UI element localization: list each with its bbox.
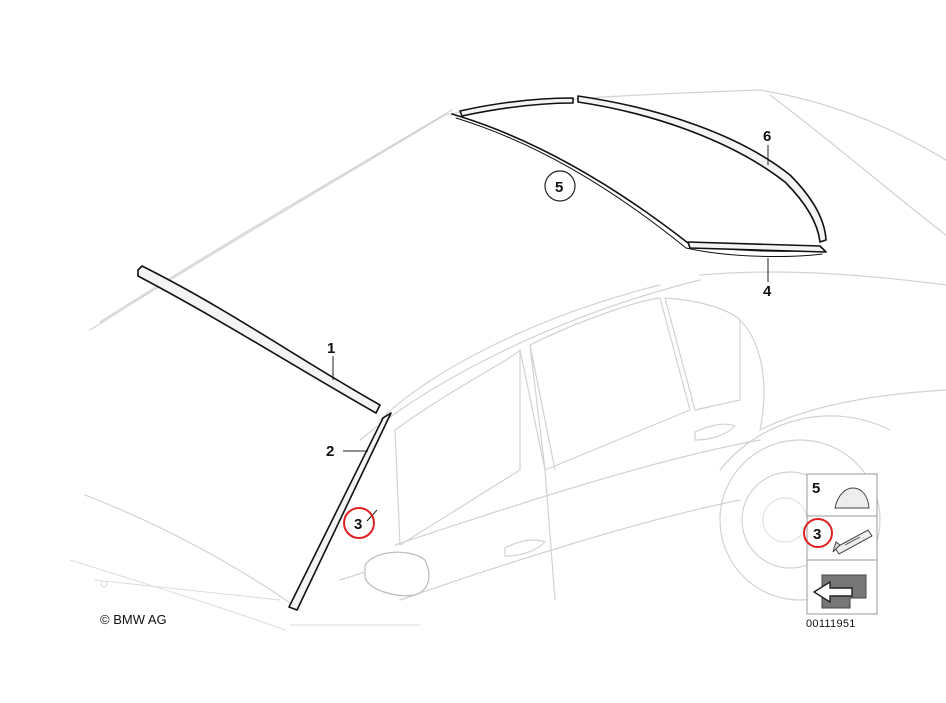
part-2-molding[interactable] bbox=[288, 412, 392, 611]
car-outline bbox=[69, 89, 946, 631]
small-parts-legend: 5 3 bbox=[803, 473, 878, 615]
legend-label-5: 5 bbox=[812, 480, 820, 497]
callout-labels: 1 2 3 4 5 6 bbox=[326, 128, 772, 539]
callout-5-circle bbox=[544, 170, 576, 202]
leader-lines bbox=[332, 145, 769, 522]
legend-3-highlight bbox=[803, 518, 833, 548]
callout-4: 4 bbox=[763, 283, 772, 300]
diagram-id: 00111951 bbox=[806, 618, 856, 630]
callout-6: 6 bbox=[763, 128, 771, 145]
legend-clip-5-icon bbox=[834, 487, 870, 509]
callout-2: 2 bbox=[326, 443, 334, 460]
legend-arrow-icon bbox=[812, 574, 867, 609]
part-4-seal[interactable] bbox=[687, 241, 827, 253]
callout-3: 3 bbox=[354, 516, 362, 533]
part-1-molding[interactable] bbox=[137, 265, 381, 414]
legend-clip-3-icon bbox=[832, 529, 873, 555]
callout-5: 5 bbox=[555, 179, 563, 196]
copyright-text: © BMW AG bbox=[100, 612, 167, 627]
part-6-molding[interactable] bbox=[459, 95, 827, 243]
callout-3-highlight bbox=[343, 507, 375, 539]
legend-label-3: 3 bbox=[813, 526, 821, 543]
callout-1: 1 bbox=[327, 340, 335, 357]
